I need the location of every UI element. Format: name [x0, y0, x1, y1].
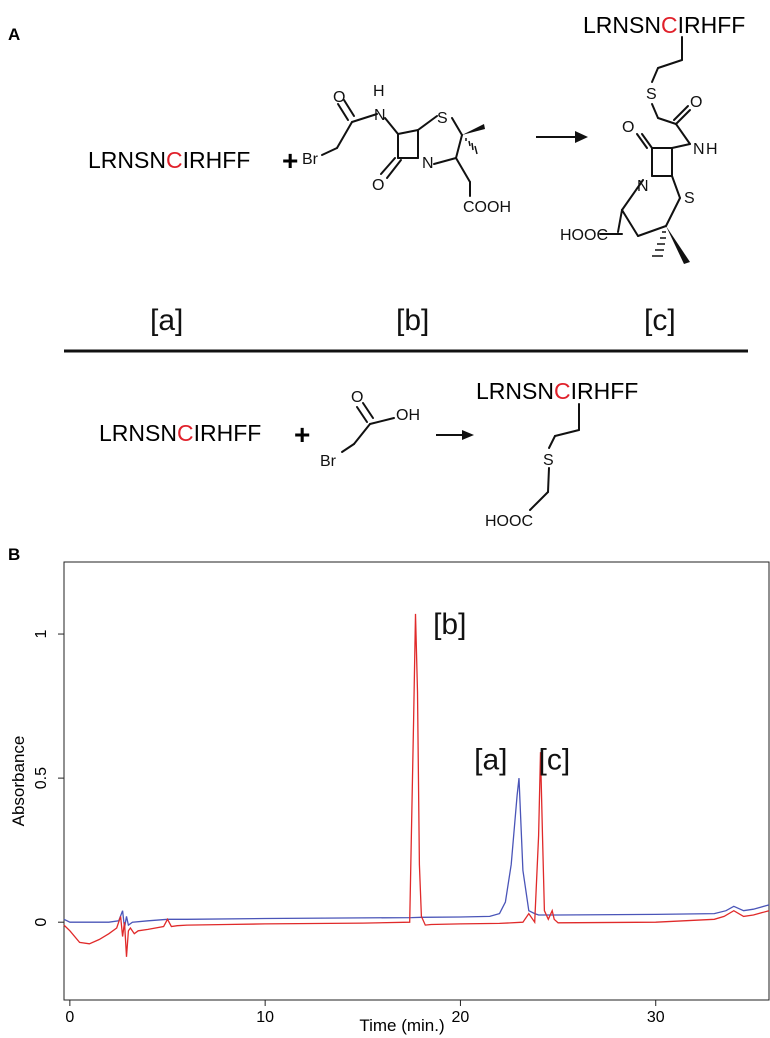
series-line-1	[63, 778, 770, 929]
y-tick-label-2: 1	[33, 629, 50, 638]
y-tick-label-0: 0	[33, 918, 50, 927]
atom-s-c1: S	[646, 86, 657, 103]
reaction-arrow-2	[436, 430, 474, 440]
atom-s-b: S	[437, 110, 448, 127]
atom-o-c2: O	[622, 119, 634, 136]
x-tick-label-0: 0	[65, 1009, 74, 1026]
hash-bond-b	[465, 138, 478, 155]
plot-frame	[63, 561, 770, 1001]
structure-bromoacetic-acid	[341, 402, 395, 453]
hooc-c: HOOC	[560, 227, 608, 244]
atom-oh-ba: OH	[396, 407, 420, 424]
wedge-bond-b	[462, 124, 485, 135]
annotation-layer: [b] [a] [c]	[433, 608, 570, 776]
atom-o-b2: O	[372, 177, 384, 194]
peptide-a: LRNSNCIRHFF	[88, 147, 250, 173]
atom-o-ba: O	[351, 389, 363, 406]
atom-br-ba: Br	[320, 453, 337, 470]
chromatogram-chart: 0 10 20 30 0 0.5 1 [b] [a] [c] Time (min.) Absor…	[9, 561, 770, 1035]
y-tick-label-1: 0.5	[33, 767, 50, 789]
atom-o-c1: O	[690, 94, 702, 111]
cooh-b: COOH	[463, 199, 511, 216]
atom-n-b1: N	[374, 107, 386, 124]
atom-br-b: Br	[302, 151, 319, 168]
tag-b: [b]	[396, 304, 429, 337]
tag-a: [a]	[150, 304, 183, 337]
structure-b	[321, 99, 471, 197]
y-axis-label: Absorbance	[9, 736, 28, 827]
x-axis-label: Time (min.)	[359, 1016, 444, 1035]
x-tick-label-10: 10	[256, 1009, 274, 1026]
structure-control-product	[529, 403, 580, 511]
tag-c: [c]	[644, 304, 676, 337]
atom-s-c2: S	[684, 190, 695, 207]
peptide-control: LRNSNCIRHFF	[99, 420, 261, 446]
atom-o-b1: O	[333, 89, 345, 106]
x-tick-label-30: 30	[647, 1009, 665, 1026]
hash-bond-c	[652, 231, 666, 257]
atom-nh-c: N	[693, 141, 705, 158]
series-layer	[63, 613, 770, 957]
atom-h-c: H	[706, 141, 718, 158]
peptide-c: LRNSNCIRHFF	[583, 12, 745, 38]
series-line-2	[63, 613, 770, 957]
panel-a-label: A	[8, 25, 20, 44]
peak-label-3: [c]	[539, 743, 571, 776]
peak-label-2: [a]	[474, 743, 507, 776]
wedge-bond-c	[666, 226, 690, 264]
axis-layer: 0 10 20 30 0 0.5 1	[33, 629, 665, 1026]
atom-s-ctrl: S	[543, 452, 554, 469]
structure-c	[599, 36, 691, 237]
atom-n-c: N	[637, 178, 649, 195]
atom-h-b: H	[373, 83, 385, 100]
peptide-control-product: LRNSNCIRHFF	[476, 378, 638, 404]
plus-sign-1: +	[282, 145, 298, 176]
atom-n-b2: N	[422, 155, 434, 172]
x-tick-label-20: 20	[452, 1009, 470, 1026]
plus-sign-2: +	[294, 419, 310, 450]
peak-label-1: [b]	[433, 608, 466, 641]
hooc-ctrl: HOOC	[485, 513, 533, 530]
reaction-arrow-1	[536, 131, 588, 143]
panel-b-label: B	[8, 545, 20, 564]
